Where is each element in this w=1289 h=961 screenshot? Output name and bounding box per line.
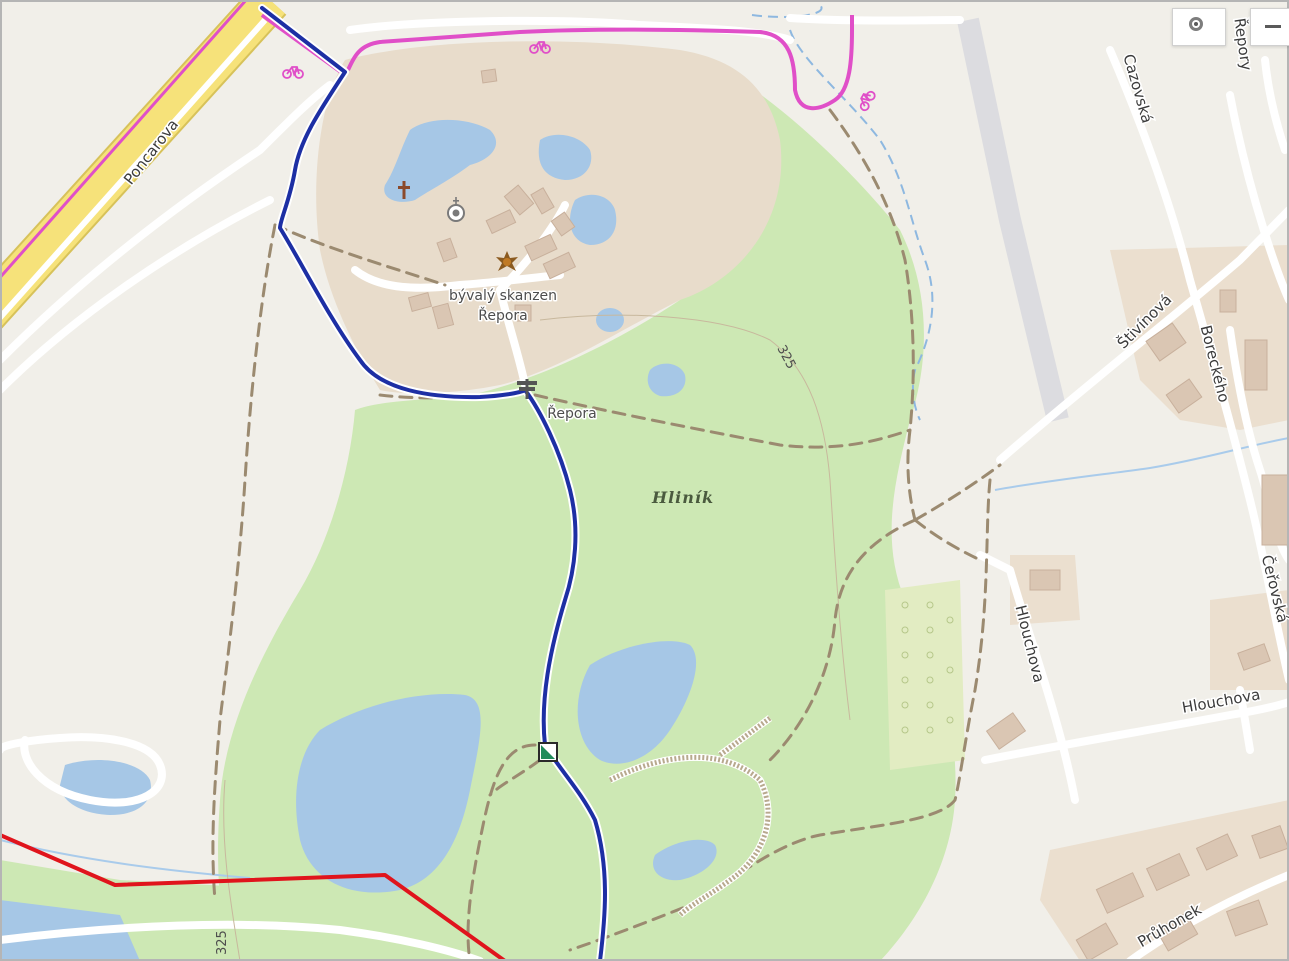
pond-skanzen-northwest xyxy=(384,119,497,202)
zoom-out-button[interactable] xyxy=(1250,8,1289,46)
locate-me-button[interactable] xyxy=(1172,8,1226,46)
poi-label-skanzen-line1: bývalý skanzen xyxy=(449,288,557,304)
pond-skanzen-north xyxy=(538,134,592,180)
nature-reserve-icon[interactable] xyxy=(538,742,558,762)
viewpoint-icon xyxy=(447,197,465,222)
pond-large-center xyxy=(577,641,697,764)
guidepost-icon[interactable] xyxy=(517,379,537,399)
area-label-hlinik: Hliník xyxy=(651,488,714,507)
stream-east-solid xyxy=(994,437,1289,491)
red-hiking-trail xyxy=(0,833,507,961)
residential-area-south-right xyxy=(1210,590,1289,690)
blue-hiking-trail xyxy=(258,4,609,961)
contour-label-bottom: 325 xyxy=(215,930,230,955)
parking-strip xyxy=(957,17,1069,423)
contour-line-325 xyxy=(539,314,851,721)
contour-line-325-south xyxy=(223,779,241,961)
pond-skanzen-east xyxy=(570,194,617,245)
guidepost-label: Řepora xyxy=(547,405,597,422)
church-icon xyxy=(398,181,410,199)
orchard-pattern xyxy=(901,601,954,734)
bicycle-icon xyxy=(282,66,304,79)
pond-small-forest xyxy=(647,363,686,397)
buildings xyxy=(407,68,1289,961)
poi-label-skanzen-line2: Řepora xyxy=(478,307,528,324)
attraction-star-icon xyxy=(496,251,518,271)
residential-area-east xyxy=(1110,245,1289,430)
pond-small-south xyxy=(652,839,717,881)
meadow-area xyxy=(885,580,965,770)
bicycle-icon xyxy=(529,41,551,54)
motorway-poncarova xyxy=(0,0,287,331)
pond-large-southwest xyxy=(296,694,481,893)
locate-me-icon xyxy=(1189,17,1203,31)
zoom-out-icon xyxy=(1265,25,1281,28)
paved-trail-loop xyxy=(608,715,773,918)
pond-small-skanzen xyxy=(596,308,624,332)
water-bodies xyxy=(0,119,717,961)
bicycle-icon xyxy=(859,90,876,112)
